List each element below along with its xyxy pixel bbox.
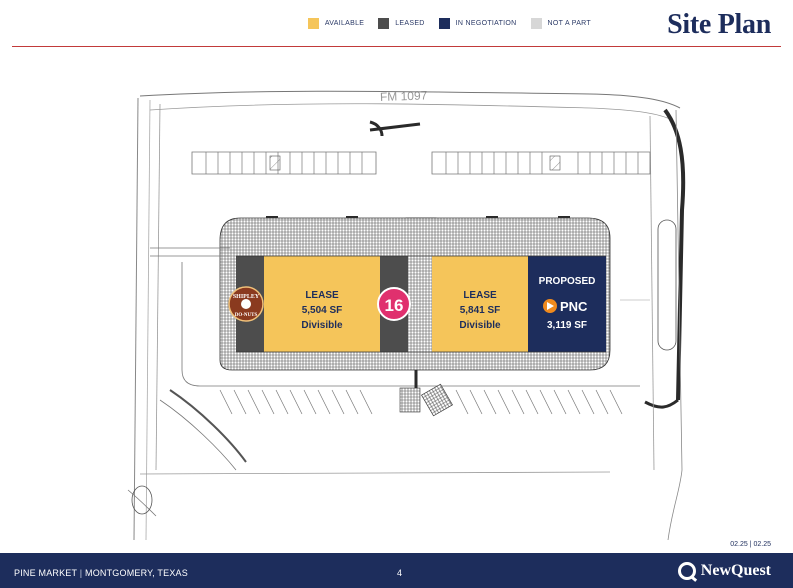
legend-label: AVAILABLE — [324, 20, 365, 27]
footer-project: PINE MARKET | MONTGOMERY, TEXAS — [14, 568, 188, 578]
footer: PINE MARKET | MONTGOMERY, TEXAS 4 NewQue… — [0, 553, 793, 588]
shipley-logo-text-bottom: DO-NUTS — [235, 313, 258, 318]
site-plan: FM 1097 — [120, 70, 700, 540]
header: AVAILABLE LEASED IN NEGOTIATION NOT A PA… — [0, 0, 793, 48]
legend-label: IN NEGOTIATION — [455, 20, 517, 27]
space-3-title: PROPOSED — [539, 276, 596, 287]
legend-swatch-not-a-part — [530, 18, 542, 29]
project-name: PINE MARKET — [14, 568, 78, 578]
legend-negotiation: IN NEGOTIATION — [438, 18, 517, 29]
revision-date: 02.25 | 02.25 — [730, 541, 771, 548]
sixteen-logo: 16 — [377, 287, 411, 321]
pnc-logo-text: PNC — [560, 299, 588, 314]
newquest-q-icon — [677, 562, 696, 580]
project-location: MONTGOMERY, TEXAS — [85, 568, 188, 578]
legend-swatch-available — [307, 18, 319, 29]
sixteen-logo-text: 16 — [385, 296, 404, 315]
space-2-note: Divisible — [459, 320, 501, 331]
space-proposed-pnc — [528, 256, 606, 352]
header-rule — [12, 46, 781, 47]
street-label: FM 1097 — [380, 88, 428, 104]
site-plan-drawing: FM 1097 — [127, 88, 686, 540]
space-3-size: 3,119 SF — [547, 320, 587, 331]
page-number: 4 — [397, 568, 403, 578]
space-lease-2 — [432, 256, 528, 352]
brand-logo: NewQuest — [677, 562, 771, 580]
legend-label: NOT A PART — [547, 20, 591, 27]
page-title: Site Plan — [667, 9, 771, 40]
space-2-size: 5,841 SF — [460, 305, 501, 316]
space-1-size: 5,504 SF — [302, 305, 343, 316]
footer-separator: | — [77, 568, 85, 578]
space-1-title: LEASE — [305, 290, 339, 301]
space-1-note: Divisible — [301, 320, 343, 331]
shipley-logo-text-top: SHIPLEY — [233, 294, 260, 300]
brand-name: NewQuest — [700, 562, 771, 579]
legend-label: LEASED — [395, 20, 425, 27]
space-lease-1 — [264, 256, 380, 352]
legend-not-a-part: NOT A PART — [530, 18, 591, 29]
legend-swatch-negotiation — [438, 18, 450, 29]
legend: AVAILABLE LEASED IN NEGOTIATION NOT A PA… — [307, 18, 591, 29]
legend-swatch-leased — [378, 18, 390, 29]
legend-leased: LEASED — [378, 18, 424, 29]
space-2-title: LEASE — [463, 290, 497, 301]
pnc-logo: PNC — [543, 299, 588, 314]
shipley-logo: SHIPLEY DO-NUTS — [228, 286, 264, 322]
legend-available: AVAILABLE — [307, 18, 365, 29]
